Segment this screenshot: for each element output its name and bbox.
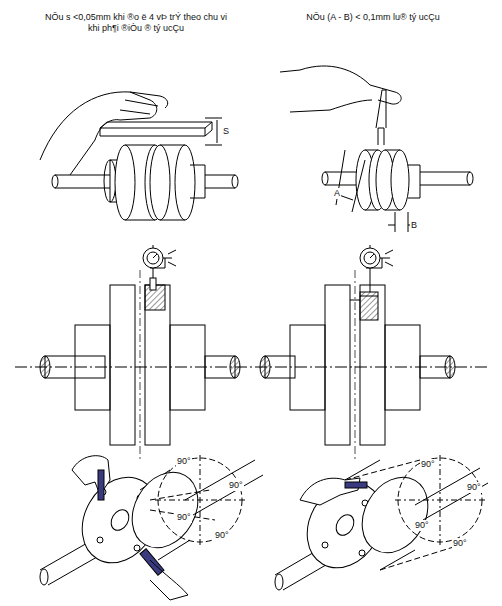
angle-label: 90° [214, 530, 230, 541]
axial-check-4-points [275, 455, 488, 590]
dimension-label: S [222, 126, 230, 137]
angle-label: 90° [176, 512, 192, 523]
caliper-check [280, 66, 473, 232]
angle-label: 90° [420, 459, 436, 470]
note-text: NÕu (A - B) < 0,1mm lu® tý ucÇu [272, 12, 474, 23]
note-text: NÕu s <0,05mm khi ®o ë 4 vÞ trÝ theo chu… [40, 12, 232, 34]
coupling-section-right [260, 245, 455, 445]
angle-label: 90° [414, 520, 430, 531]
straightedge-check [40, 92, 238, 220]
angle-label: 90° [228, 480, 244, 491]
angle-label: 90° [176, 456, 192, 467]
centerline [15, 367, 490, 368]
dimension-label: B [410, 220, 418, 231]
dimension-label: A [333, 188, 341, 199]
angle-label: 90° [452, 538, 468, 549]
radial-check-4-points [40, 455, 263, 600]
angle-label: 90° [466, 482, 482, 493]
